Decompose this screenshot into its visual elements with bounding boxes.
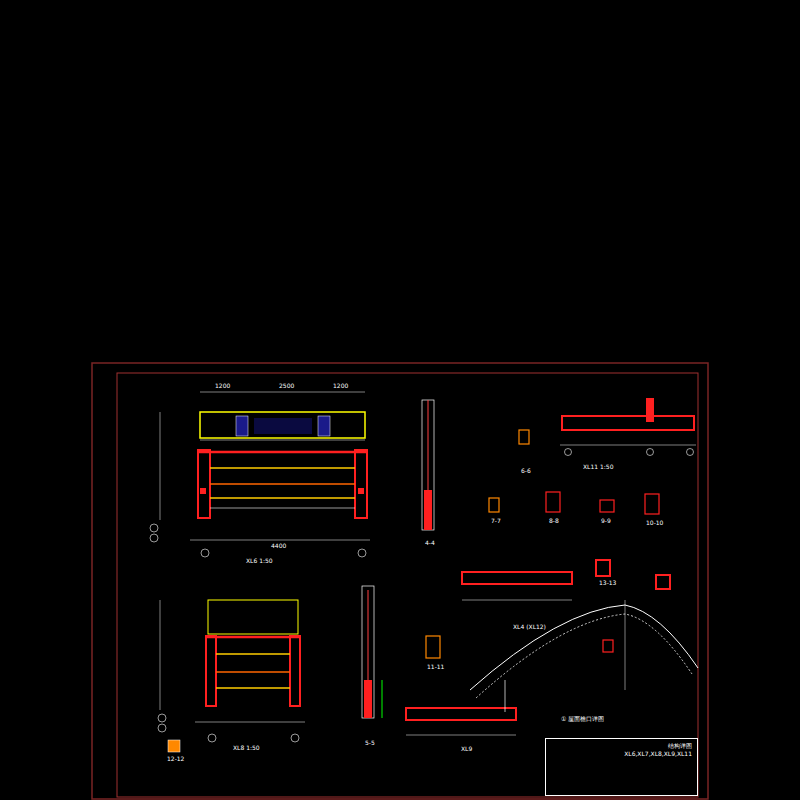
- drawing-label: 1200: [214, 383, 231, 390]
- small-sections: [426, 430, 670, 658]
- drawing-label: XL11 1:50: [582, 464, 614, 471]
- title-text: 结构详图: [668, 742, 692, 750]
- column-sections: [362, 400, 434, 718]
- drawing-label: 12-12: [166, 756, 185, 763]
- drawing-label: XL8 1:50: [232, 745, 261, 752]
- drawing-label: 4-4: [424, 540, 436, 547]
- drawing-label: 11-11: [426, 664, 445, 671]
- eaves-detail: [470, 600, 698, 712]
- drawing-label: 4400: [270, 543, 287, 550]
- drawing-label: 10-10: [645, 520, 664, 527]
- drawing-frame: [117, 373, 698, 797]
- drawing-label: 9-9: [600, 518, 612, 525]
- drawing-label: 2500: [278, 383, 295, 390]
- drawing-label: 13-13: [598, 580, 617, 587]
- drawing-label: 6-6: [520, 468, 532, 475]
- drawing-label: XL9: [460, 746, 473, 753]
- frame-elevation-top: [150, 392, 370, 557]
- drawing-label: 1200: [332, 383, 349, 390]
- title-block: 结构详图XL6,XL7,XL8,XL9,XL11: [545, 738, 698, 796]
- frame-elevation-bottom: [158, 600, 305, 752]
- beam-xl4: [406, 572, 572, 735]
- beam-xl11: [560, 398, 696, 456]
- drawing-label: 8-8: [548, 518, 560, 525]
- drawing-label: XL6 1:50: [245, 558, 274, 565]
- drawing-label: 5-5: [364, 740, 376, 747]
- drawing-label: ① 屋面檐口详图: [560, 716, 605, 723]
- title-text: XL6,XL7,XL8,XL9,XL11: [624, 750, 692, 758]
- sheet-border: [92, 363, 708, 799]
- drawing-label: XL4 (XL12): [512, 624, 547, 631]
- drawing-label: 7-7: [490, 518, 502, 525]
